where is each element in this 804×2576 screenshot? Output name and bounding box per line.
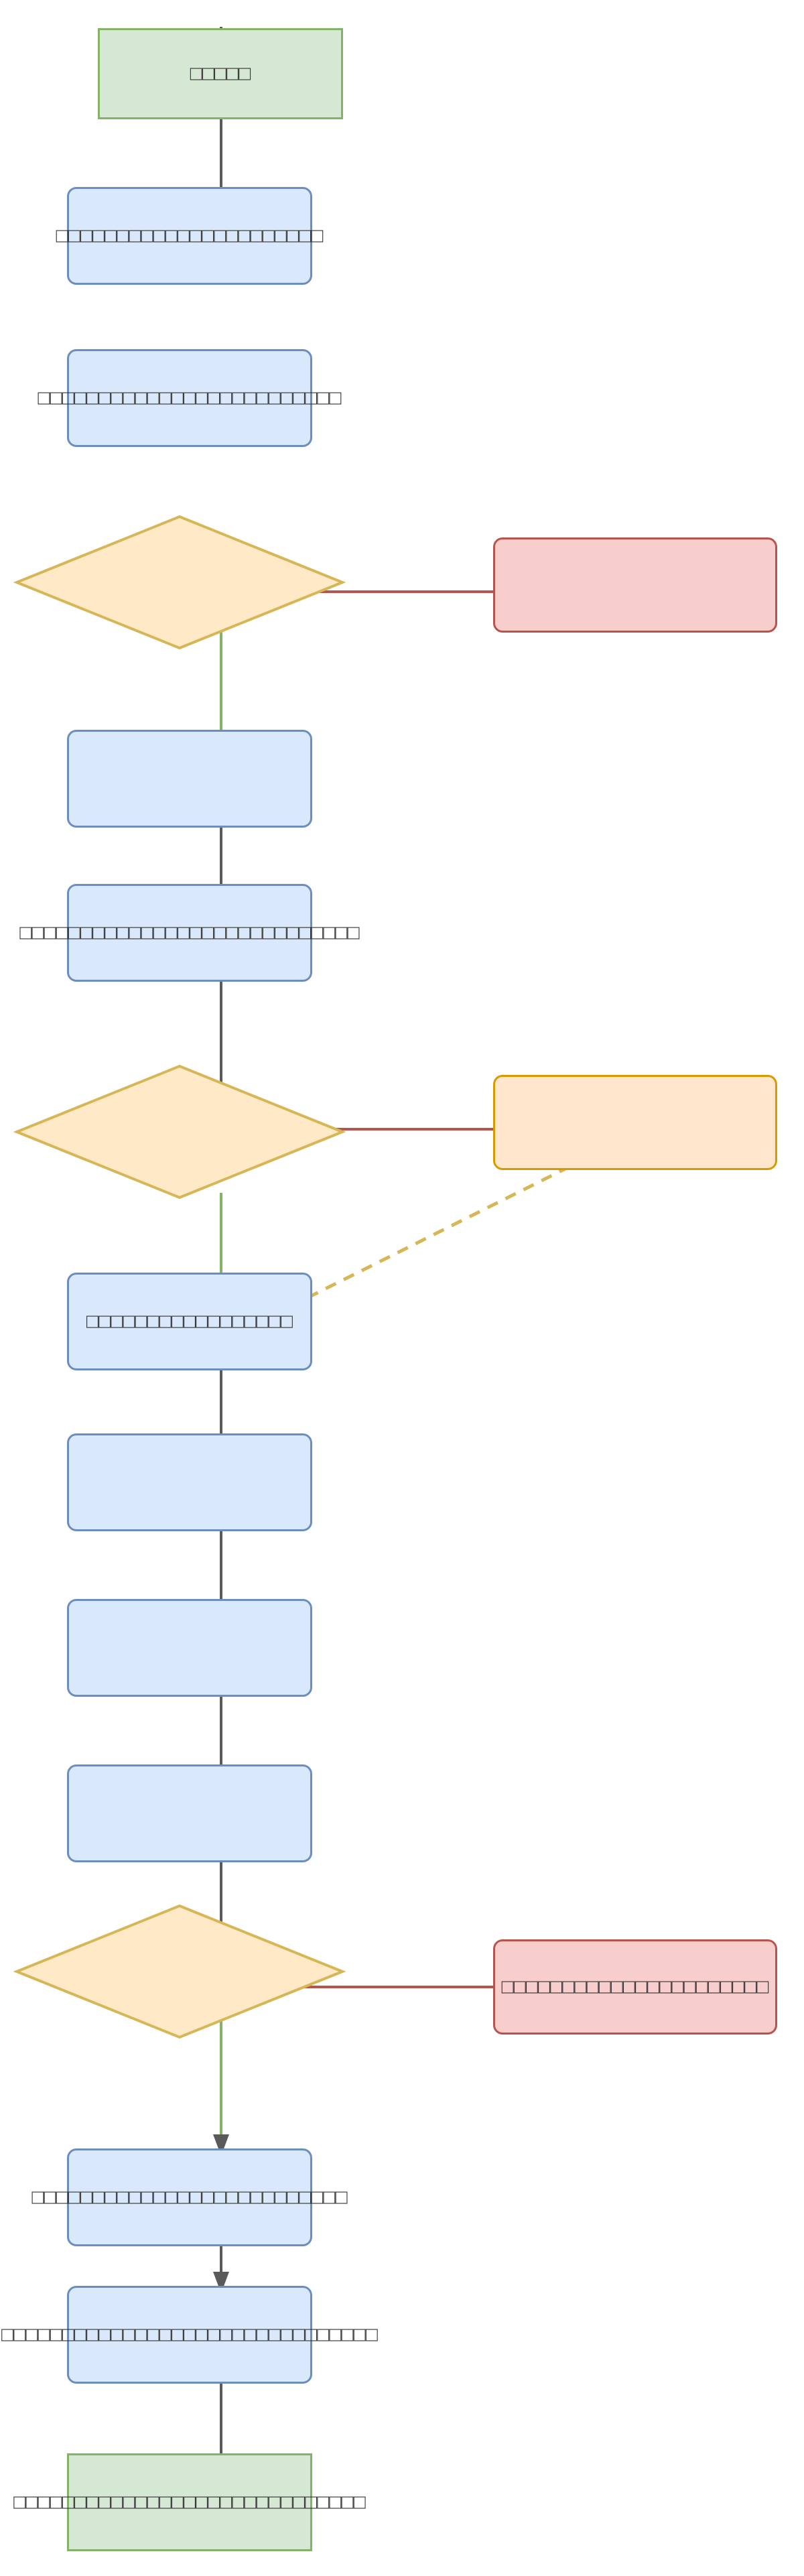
node-process-4-label: □□□□□□□□□□□□□□□□□□□□□□□□□□□□ bbox=[19, 921, 360, 944]
node-error-1[interactable] bbox=[493, 537, 777, 633]
node-warning-1[interactable] bbox=[493, 1075, 777, 1170]
node-process-6[interactable] bbox=[67, 1433, 312, 1531]
node-decision-1[interactable] bbox=[13, 515, 346, 650]
node-process-1-label: □□□□□□□□□□□□□□□□□□□□□□ bbox=[56, 224, 324, 247]
node-process-10[interactable]: □□□□□□□□□□□□□□□□□□□□□□□□□□□□□□□ bbox=[1, 2286, 378, 2384]
node-decision-3[interactable] bbox=[13, 1904, 346, 2039]
node-process-5-label: □□□□□□□□□□□□□□□□□ bbox=[86, 1310, 293, 1333]
node-start-label: □□□□□ bbox=[190, 62, 251, 85]
node-process-10-label: □□□□□□□□□□□□□□□□□□□□□□□□□□□□□□□ bbox=[1, 2323, 378, 2346]
node-process-2-label: □□□□□□□□□□□□□□□□□□□□□□□□□ bbox=[38, 387, 342, 409]
node-process-9[interactable]: □□□□□□□□□□□□□□□□□□□□□□□□□□ bbox=[31, 2148, 348, 2246]
node-end[interactable]: □□□□□□□□□□□□□□□□□□□□□□□□□□□□□ bbox=[13, 2453, 366, 2551]
node-start[interactable]: □□□□□ bbox=[98, 28, 343, 119]
node-process-2[interactable]: □□□□□□□□□□□□□□□□□□□□□□□□□ bbox=[38, 349, 342, 447]
node-process-5[interactable]: □□□□□□□□□□□□□□□□□ bbox=[67, 1273, 312, 1370]
node-error-2-label: □□□□□□□□□□□□□□□□□□□□□□ bbox=[501, 1976, 769, 1998]
node-decision-2[interactable] bbox=[13, 1064, 346, 1200]
node-process-9-label: □□□□□□□□□□□□□□□□□□□□□□□□□□ bbox=[31, 2186, 348, 2209]
node-process-3[interactable] bbox=[67, 730, 312, 828]
node-process-7[interactable] bbox=[67, 1599, 312, 1697]
node-process-4[interactable]: □□□□□□□□□□□□□□□□□□□□□□□□□□□□ bbox=[19, 884, 360, 982]
node-end-label: □□□□□□□□□□□□□□□□□□□□□□□□□□□□□ bbox=[13, 2491, 366, 2514]
node-error-2[interactable]: □□□□□□□□□□□□□□□□□□□□□□ bbox=[493, 1939, 777, 2035]
node-process-8[interactable] bbox=[67, 1764, 312, 1862]
node-process-1[interactable]: □□□□□□□□□□□□□□□□□□□□□□ bbox=[56, 187, 323, 285]
